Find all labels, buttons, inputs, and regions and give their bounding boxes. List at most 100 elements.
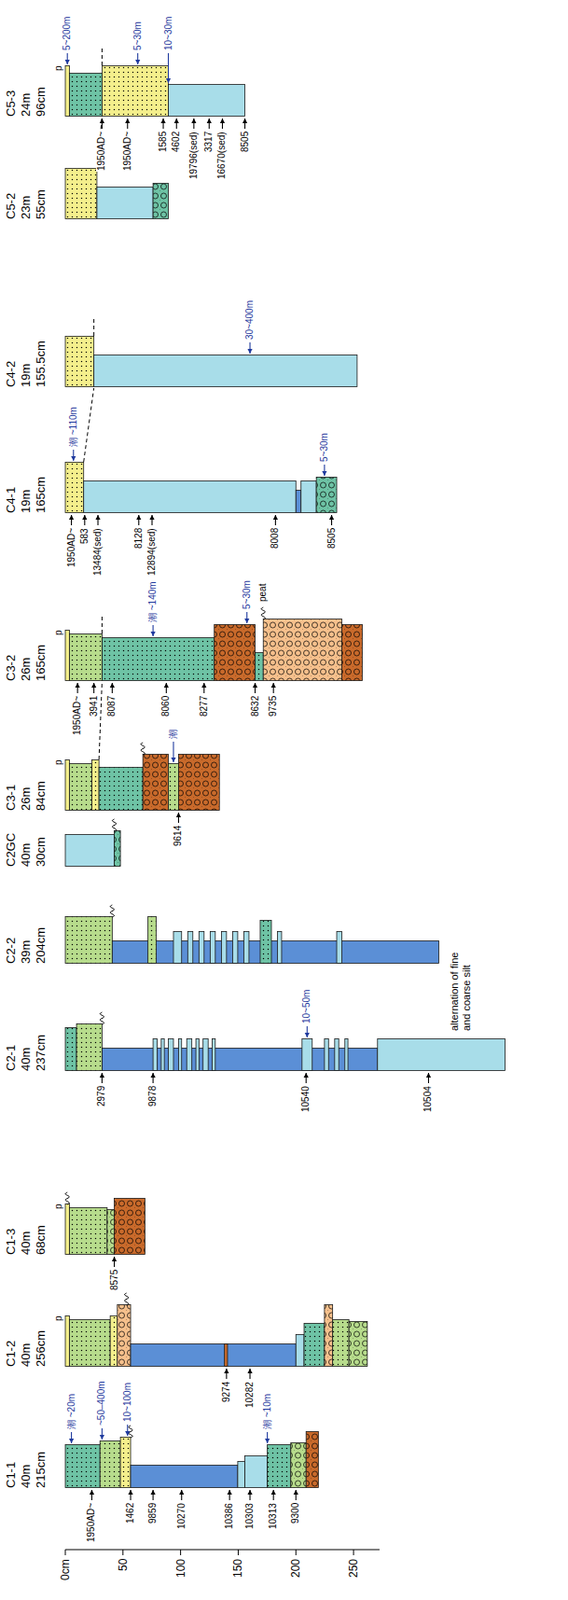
- layer-pattern: [305, 1431, 319, 1488]
- layer-fill: [130, 1343, 296, 1367]
- layer-outline: [130, 1343, 296, 1367]
- age-label: 1950AD~: [122, 130, 134, 172]
- depth-annotation: 5~30m: [241, 579, 253, 610]
- unconformity-mark: [111, 818, 116, 832]
- layer-fill: [69, 1319, 111, 1367]
- arrow-head: [293, 1489, 299, 1495]
- core-column: [65, 1024, 506, 1071]
- layer-outline: [324, 1304, 333, 1367]
- arrow-head: [127, 1489, 133, 1495]
- layer: [348, 1321, 368, 1367]
- layer-outline: [96, 187, 153, 220]
- layer: [178, 754, 220, 811]
- age-label: 1950AD~: [66, 526, 78, 568]
- arrow-head: [227, 1489, 233, 1495]
- layer-fill: [324, 1039, 329, 1071]
- layer-fill: [178, 754, 220, 811]
- layer: [324, 1039, 329, 1071]
- layer-fill: [107, 1209, 115, 1255]
- layer-outline: [69, 763, 92, 811]
- correlation-line: [93, 317, 95, 336]
- depth-axis: [65, 1549, 380, 1551]
- layer: [94, 355, 358, 388]
- depth-annotation: 10~50m: [301, 988, 313, 1025]
- layer-mark: p: [53, 628, 65, 637]
- layer: [245, 1455, 268, 1488]
- layer: [203, 1039, 208, 1071]
- layer-outline: [277, 931, 282, 964]
- layer-fill: [65, 1027, 77, 1071]
- layer-pattern: [101, 66, 168, 117]
- layer-fill: [221, 931, 226, 964]
- arrow-head: [110, 682, 115, 688]
- layer-outline: [152, 183, 168, 220]
- layer-fill: [148, 916, 157, 964]
- age-label: 9735: [267, 694, 279, 718]
- layer: [224, 1343, 228, 1367]
- layer: [142, 754, 168, 811]
- layer-outline: [69, 1207, 107, 1255]
- layer: [260, 920, 272, 964]
- layer-outline: [69, 634, 102, 681]
- layer: [377, 1039, 506, 1071]
- depth-annotation: 潮 ~110m: [68, 405, 80, 448]
- layer-outline: [245, 1455, 268, 1488]
- layer-outline: [76, 1024, 102, 1071]
- layer-outline: [336, 931, 342, 964]
- arrow-head: [273, 514, 278, 520]
- layer-outline: [173, 931, 182, 964]
- age-label: 10504: [422, 1084, 434, 1113]
- layer: [69, 1207, 107, 1255]
- core-heading: C3-2 26m 165cm: [3, 644, 49, 681]
- layer-pattern: [168, 763, 180, 811]
- core-column-box: C5-3 24m 96cm: [0, 66, 248, 117]
- depth-annotation: 10~100m: [122, 1381, 134, 1423]
- arrow-head: [174, 118, 180, 124]
- depth-annotation: 潮 ~140m: [147, 580, 159, 624]
- layer-outline: [161, 1039, 165, 1071]
- arrow-head: [69, 1438, 74, 1443]
- core-heading: C2GC 40m 30cm: [3, 832, 49, 867]
- layer-outline: [209, 931, 215, 964]
- layer: [255, 652, 264, 681]
- layer-fill: [348, 1321, 368, 1367]
- layer-fill: [114, 1198, 146, 1255]
- layer: [65, 66, 70, 117]
- layer-pattern: [65, 1444, 100, 1488]
- age-label: 8575: [109, 1268, 121, 1291]
- arrow-head: [201, 682, 207, 688]
- arrow-head: [95, 514, 100, 520]
- layer-pattern: [76, 1024, 102, 1071]
- layer-mark: peat: [257, 582, 269, 603]
- layer-outline: [290, 1442, 306, 1488]
- layer-fill: [65, 1204, 70, 1255]
- layer-outline: [65, 66, 70, 117]
- layer-outline: [263, 619, 342, 681]
- axis-label: 150: [231, 1557, 245, 1579]
- layer-fill: [332, 1319, 350, 1367]
- layer-fill: [65, 66, 70, 117]
- layer: [91, 760, 99, 811]
- axis-label: 50: [116, 1557, 130, 1572]
- age-label: 19796(sed): [188, 130, 200, 181]
- layer-mark: p: [53, 1314, 65, 1322]
- layer-fill: [237, 1461, 246, 1488]
- layer-outline: [212, 1039, 216, 1071]
- unconformity-mark: [99, 1011, 104, 1025]
- layer-fill: [91, 760, 99, 811]
- layer-fill: [99, 1440, 121, 1488]
- layer-pattern: [324, 1304, 333, 1367]
- layer-fill: [65, 168, 97, 220]
- age-label: 10282: [244, 1380, 256, 1409]
- arrow-head: [304, 1032, 310, 1038]
- layer-outline: [65, 168, 97, 220]
- correlation-line: [83, 387, 95, 462]
- layer-outline: [243, 931, 249, 964]
- core-column-box: C1-1 40m 215cm: [0, 1431, 320, 1488]
- age-label: 8505: [239, 130, 251, 153]
- layer: [98, 767, 143, 811]
- arrow-head: [151, 631, 156, 637]
- layer-outline: [203, 1039, 208, 1071]
- layer: [111, 941, 439, 964]
- layer-outline: [65, 1444, 100, 1488]
